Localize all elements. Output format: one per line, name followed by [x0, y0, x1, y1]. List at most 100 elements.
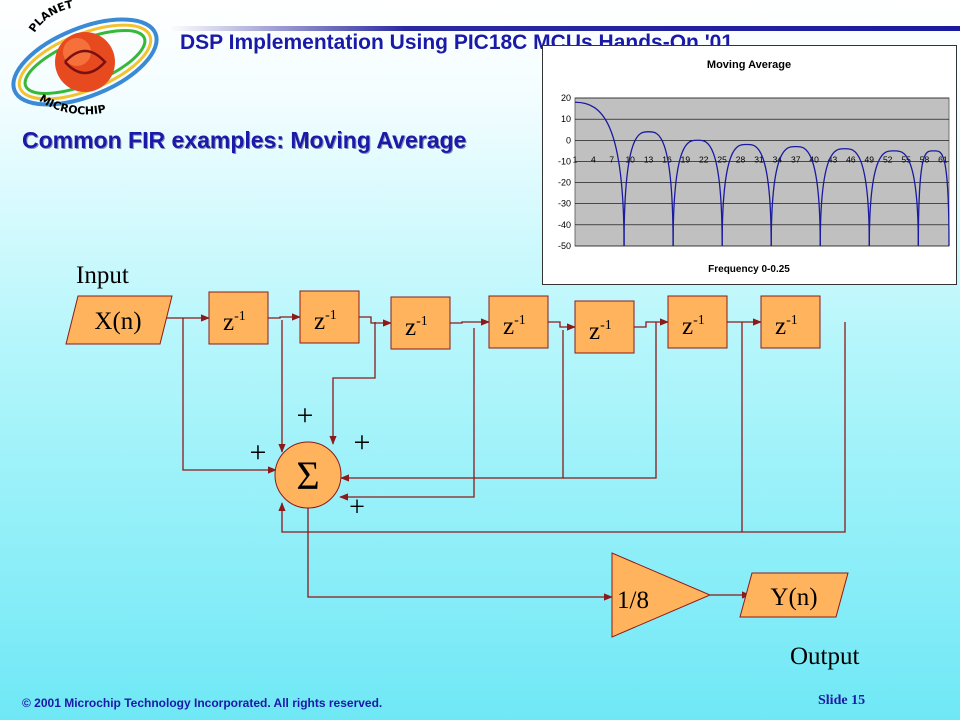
- y-tick-label-1: 10: [561, 114, 571, 124]
- delay-exp-2: -1: [325, 308, 337, 323]
- delay-block-5: [574, 300, 635, 354]
- x-tick-label-13: 40: [809, 154, 819, 164]
- y-tick-label-4: -20: [558, 178, 571, 188]
- slide-label: Slide: [818, 693, 848, 708]
- sum-symbol: Σ: [296, 453, 319, 498]
- wire-tap-4: [339, 328, 475, 501]
- x-tick-label-19: 58: [920, 154, 930, 164]
- delay-exp-7: -1: [786, 313, 798, 328]
- response-lobe-2: [623, 131, 674, 247]
- plot-area: [574, 97, 950, 247]
- x-tick-label-3: 10: [625, 154, 635, 164]
- input-label: Input: [76, 262, 129, 289]
- delay-label-3: z-1: [405, 314, 428, 341]
- response-lobe-8: [917, 150, 950, 247]
- output-label: Output: [790, 643, 860, 670]
- x-tick-label-14: 43: [828, 154, 838, 164]
- wire-delay-3: [450, 318, 490, 326]
- wire-tap-5: [340, 330, 564, 482]
- x-tick-label-2: 7: [609, 154, 614, 164]
- summing-junction: [274, 441, 342, 509]
- wire-to-gain: [307, 508, 613, 601]
- x-tick-label-18: 55: [901, 154, 911, 164]
- delay-block-2: [299, 290, 360, 344]
- delay-block-4: [488, 295, 549, 349]
- delay-exp-5: -1: [600, 318, 612, 333]
- response-lobe-4: [721, 143, 772, 247]
- delay-block-3: [390, 296, 451, 350]
- wire-tap-1: [182, 318, 277, 474]
- response-lobe-1: [574, 101, 625, 247]
- x-tick-label-17: 52: [883, 154, 893, 164]
- x-tick-label-6: 19: [681, 154, 691, 164]
- delay-label-7: z-1: [775, 313, 798, 340]
- input-signal-box: [65, 295, 173, 345]
- slide-number-value: 15: [851, 693, 866, 708]
- x-tick-label-9: 28: [736, 154, 746, 164]
- delay-label-6: z-1: [682, 313, 705, 340]
- copyright-text: © 2001 Microchip Technology Incorporated…: [22, 696, 383, 710]
- slide-number: Slide 15: [818, 693, 865, 709]
- x-tick-label-0: 1: [573, 154, 578, 164]
- x-tick-label-8: 25: [717, 154, 727, 164]
- wire-delay-5: [634, 318, 669, 328]
- x-tick-label-15: 46: [846, 154, 856, 164]
- y-tick-label-6: -40: [558, 220, 571, 230]
- output-signal-box: [739, 572, 849, 618]
- response-lobe-6: [819, 148, 870, 247]
- delay-base-1: z: [223, 309, 234, 336]
- gain-triangle: [611, 552, 712, 638]
- delay-label-5: z-1: [589, 318, 612, 345]
- wire-tap-8: [742, 322, 846, 533]
- title-bar: [168, 26, 960, 31]
- delay-label-4: z-1: [503, 313, 526, 340]
- delay-base-6: z: [682, 313, 693, 340]
- delay-base-3: z: [405, 314, 416, 341]
- plus-sign-2: +: [354, 426, 371, 459]
- input-signal-label: X(n): [94, 308, 141, 335]
- response-lobe-3: [672, 139, 723, 247]
- output-signal-label: Y(n): [770, 584, 817, 611]
- delay-exp-3: -1: [416, 314, 428, 329]
- x-tick-label-1: 4: [591, 154, 596, 164]
- x-tick-label-10: 31: [754, 154, 764, 164]
- delay-base-4: z: [503, 313, 514, 340]
- delay-block-1: [208, 291, 269, 345]
- x-tick-label-16: 49: [865, 154, 875, 164]
- chart-title: Moving Average: [707, 59, 791, 71]
- response-lobe-5: [770, 145, 821, 247]
- delay-base-5: z: [589, 318, 600, 345]
- plus-sign-4: +: [349, 492, 365, 523]
- delay-base-7: z: [775, 313, 786, 340]
- y-tick-label-3: -10: [558, 156, 571, 166]
- wire-tap-7: [278, 322, 743, 533]
- delay-label-1: z-1: [223, 309, 246, 336]
- wire-tap-3: [329, 322, 376, 445]
- planet-microchip-logo: PLANET MICROCHIP: [11, 0, 159, 117]
- plus-sign-1: +: [297, 399, 314, 432]
- wire-tap-6: [563, 322, 657, 479]
- delay-block-7: [760, 295, 821, 349]
- x-axis-label: Frequency 0-0.25: [708, 264, 790, 275]
- delay-exp-6: -1: [693, 313, 705, 328]
- wire-delay-1: [268, 313, 301, 321]
- y-tick-label-5: -30: [558, 199, 571, 209]
- wire-delay-4: [548, 321, 576, 331]
- wire-delay-2: [359, 316, 392, 327]
- plus-sign-3: +: [250, 436, 267, 469]
- x-tick-label-4: 13: [644, 154, 654, 164]
- delay-exp-4: -1: [514, 313, 526, 328]
- y-tick-label-0: 20: [561, 93, 571, 103]
- x-tick-label-11: 34: [773, 154, 783, 164]
- delay-base-2: z: [314, 308, 325, 335]
- response-lobe-7: [868, 150, 919, 247]
- x-tick-label-12: 37: [791, 154, 801, 164]
- y-tick-label-7: -50: [558, 241, 571, 251]
- delay-block-6: [667, 295, 728, 349]
- x-tick-label-7: 22: [699, 154, 709, 164]
- x-tick-label-20: 61: [938, 154, 948, 164]
- gain-label: 1/8: [617, 587, 649, 614]
